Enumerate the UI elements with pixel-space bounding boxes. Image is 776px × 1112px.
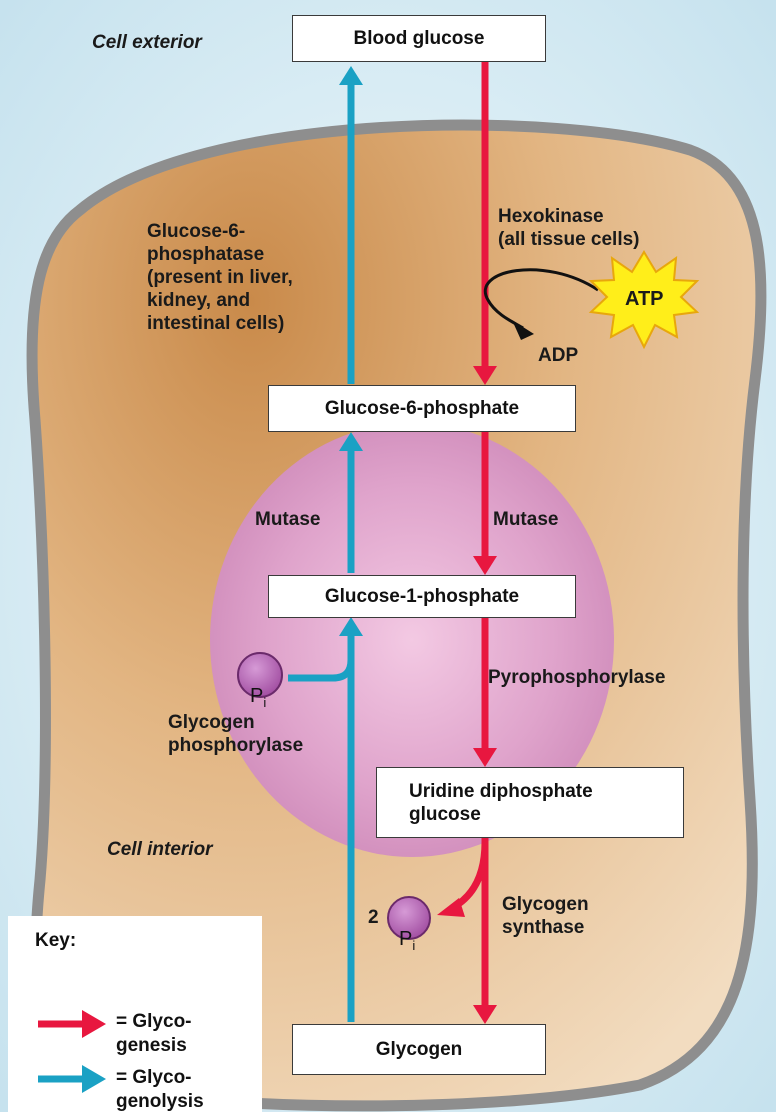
cell-interior-label: Cell interior (107, 838, 213, 861)
pyrophosphorylase-label: Pyrophosphorylase (488, 666, 665, 689)
mutase-right-label: Mutase (493, 508, 558, 531)
glucose-6-phosphatase-label: Glucose-6- phosphatase (present in liver… (147, 220, 293, 335)
mutase-left-label: Mutase (255, 508, 320, 531)
glucose-6-phosphate-box: Glucose-6-phosphate (268, 385, 576, 432)
adp-label: ADP (538, 344, 578, 367)
pi-bottom-main: P (399, 928, 412, 950)
pi-left-subscript: i (263, 695, 266, 710)
glycogen-box: Glycogen (292, 1024, 546, 1075)
glycogen-phosphorylase-label: Glycogen phosphorylase (168, 711, 303, 757)
legend-glycogenolysis-arrowhead (82, 1065, 106, 1093)
legend-glycogenesis-arrowhead (82, 1010, 106, 1038)
pi-left-label: Pi (250, 662, 266, 709)
pi-left-main: P (250, 685, 263, 707)
pi-bottom-subscript: i (412, 938, 415, 953)
hexokinase-label: Hexokinase (all tissue cells) (498, 205, 640, 251)
udp-glucose-box: Uridine diphosphate glucose (376, 767, 684, 838)
glucose-1-phosphate-box: Glucose-1-phosphate (268, 575, 576, 618)
cell-exterior-label: Cell exterior (92, 31, 202, 54)
legend-glycogenolysis-label: = Glyco- genolysis (116, 1066, 204, 1112)
pi-bottom-count: 2 (368, 906, 379, 929)
legend-glycogenesis-label: = Glyco- genesis (116, 1010, 192, 1058)
pi-bottom-label: Pi (399, 905, 415, 952)
legend-title: Key: (35, 930, 76, 952)
atp-label: ATP (625, 288, 664, 311)
blood-glucose-box: Blood glucose (292, 15, 546, 62)
glycogen-synthase-label: Glycogen synthase (502, 893, 589, 939)
legend-box: Key: = Glyco- genesis = Glyco- genolysis (8, 916, 262, 1112)
